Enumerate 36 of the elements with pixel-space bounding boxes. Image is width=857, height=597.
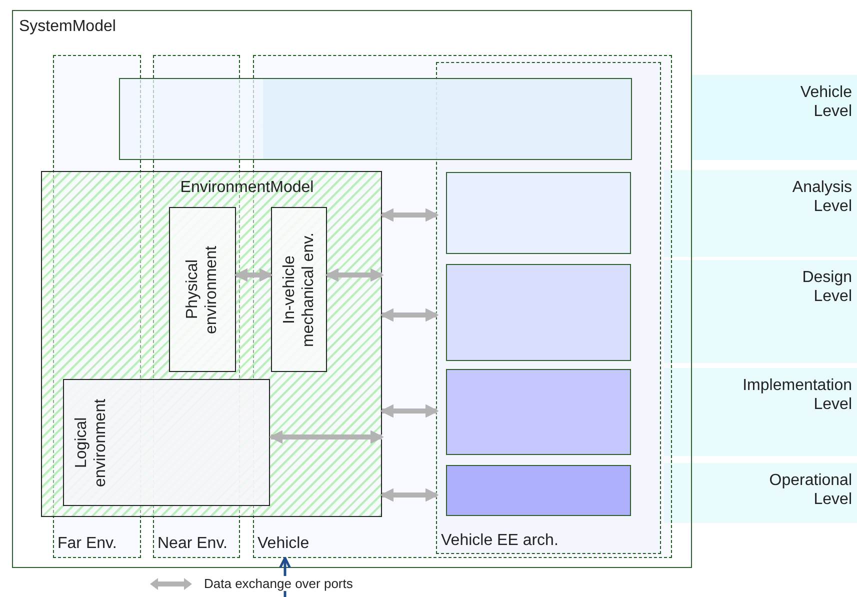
- double-arrow: [234, 268, 273, 282]
- element-label: Logical environment: [72, 397, 110, 489]
- double-arrow: [380, 208, 439, 222]
- model-frame: [12, 10, 692, 568]
- element-box: [271, 207, 327, 372]
- level-box: [118, 78, 632, 160]
- level-band: [692, 75, 857, 160]
- level-band: [664, 368, 857, 456]
- column-label: Near Env.: [158, 534, 228, 554]
- column-label: Vehicle EE arch.: [441, 530, 558, 550]
- level-name: Analysis Level: [792, 178, 852, 216]
- double-arrow: [325, 268, 384, 282]
- level-band: [664, 463, 857, 523]
- double-arrow: [380, 308, 439, 322]
- level-name: Implementation Level: [742, 376, 852, 414]
- model-title: SystemModel: [19, 17, 116, 36]
- model-title: EnvironmentModel: [180, 178, 314, 197]
- element-label: In-vehicle mechanical env.: [280, 231, 318, 349]
- level-name: Operational Level: [769, 471, 852, 510]
- column-label: Far Env.: [58, 534, 117, 554]
- level-box: [446, 368, 630, 454]
- double-arrow: [269, 430, 384, 444]
- element-box: [63, 379, 270, 506]
- level-box: [446, 172, 630, 254]
- level-name: Vehicle Level: [800, 83, 852, 122]
- double-arrow: [380, 488, 439, 502]
- level-name: Design Level: [802, 268, 852, 306]
- level-box: [446, 264, 630, 360]
- level-box: [446, 464, 630, 516]
- element-box: [169, 207, 236, 372]
- column-label: Vehicle: [258, 534, 310, 554]
- legend-text: Data exchange over ports: [202, 576, 355, 591]
- level-band: [664, 260, 857, 363]
- element-label: Physical environment: [183, 244, 222, 336]
- double-arrow: [380, 404, 439, 418]
- level-band: [664, 170, 857, 257]
